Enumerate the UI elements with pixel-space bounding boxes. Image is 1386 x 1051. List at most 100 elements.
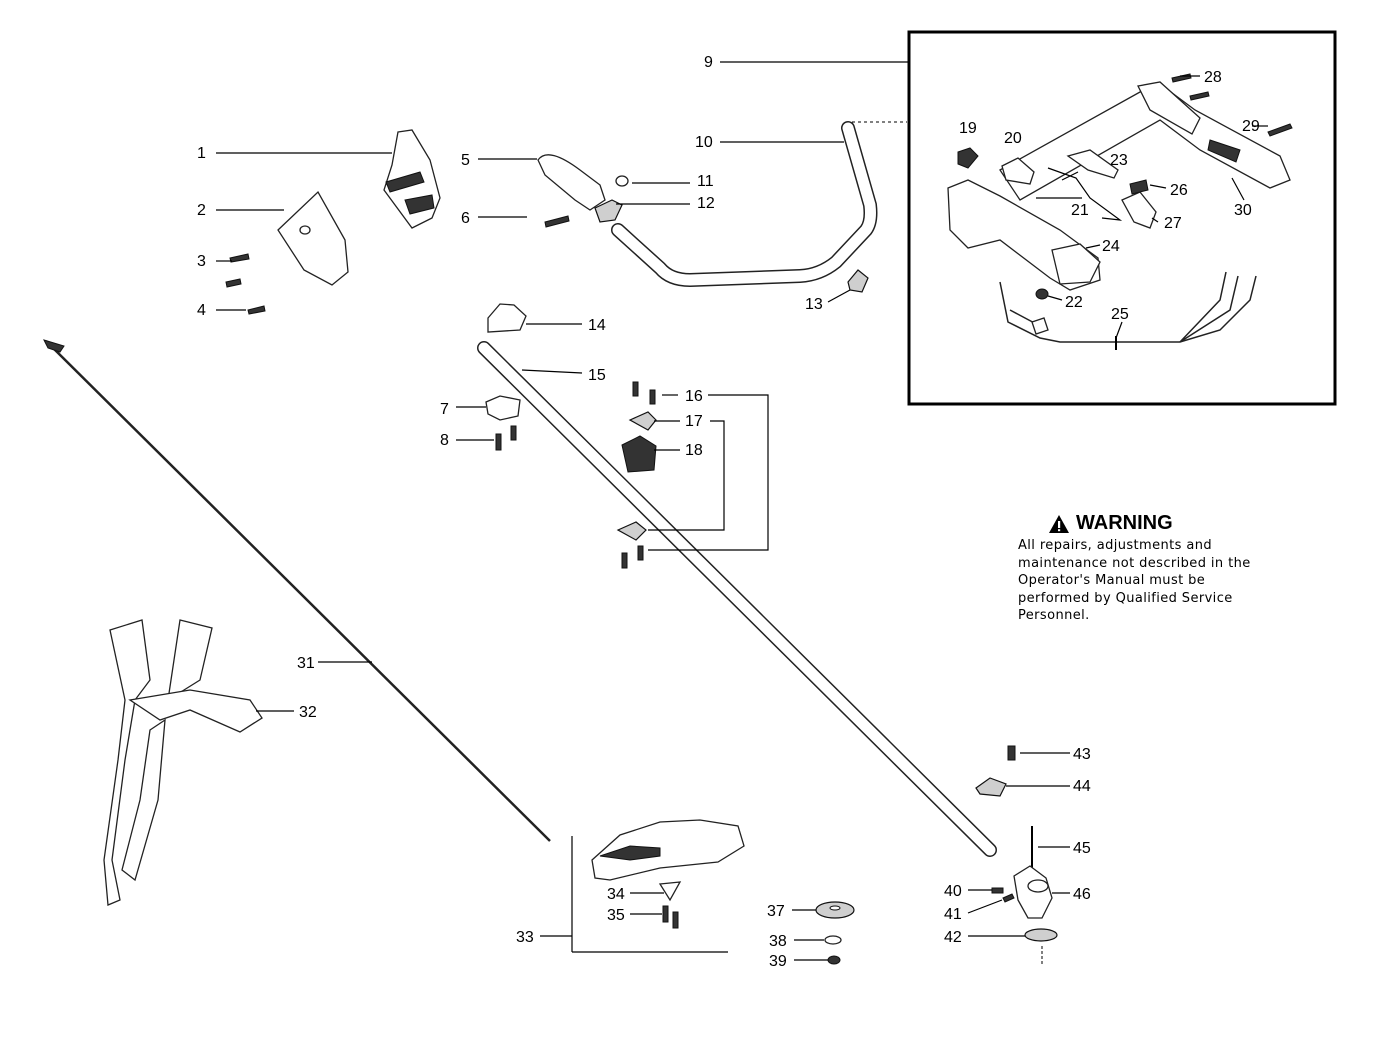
part-3-screw [229, 253, 250, 263]
part-39-nut [827, 955, 841, 965]
label-18: 18 [685, 442, 703, 459]
leader-lines [216, 61, 1268, 961]
part-20-bracket [1001, 157, 1035, 185]
part-32-harness-strap [167, 619, 213, 702]
part-25-wire-harness [999, 275, 1257, 343]
label-26: 26 [1170, 182, 1188, 199]
handle-assembly-inset [907, 30, 1337, 406]
part-4-screw [247, 305, 266, 315]
part-8-screw-b [510, 425, 517, 441]
part-16-screw-lower [621, 552, 628, 569]
warning-triangle-icon [1049, 514, 1069, 533]
label-44: 44 [1073, 778, 1091, 795]
label-31: 31 [297, 655, 315, 672]
label-21: 21 [1071, 202, 1089, 219]
label-29: 29 [1242, 118, 1260, 135]
part-16-screw-lower-b [637, 545, 644, 561]
part-17-clip-lower [616, 521, 647, 541]
part-43-screw [1007, 745, 1016, 761]
label-23: 23 [1110, 152, 1128, 169]
part-46-gearhead-top [1027, 879, 1049, 893]
label-12: 12 [697, 195, 715, 212]
label-4: 4 [197, 302, 206, 319]
part-1-detail [385, 171, 425, 193]
label-39: 39 [769, 953, 787, 970]
part-33-shield-assembly [591, 819, 745, 881]
label-7: 7 [440, 401, 449, 418]
part-12-clamp [594, 199, 623, 223]
part-35-screw-b [672, 911, 679, 929]
part-35-screw [662, 905, 669, 923]
warning-heading: WARNING [1048, 512, 1278, 535]
label-34: 34 [607, 886, 625, 903]
warning-box: WARNING All repairs, adjustments and mai… [1018, 512, 1278, 625]
label-19: 19 [959, 120, 977, 137]
part-33-detail [599, 845, 661, 861]
part-19-switch [957, 147, 979, 169]
part-46-gearhead [1013, 865, 1053, 919]
part-16-screw-b [649, 389, 656, 405]
label-25: 25 [1111, 306, 1129, 323]
part-16-screw [632, 381, 639, 397]
part-32-harness [103, 619, 151, 906]
label-24: 24 [1102, 238, 1120, 255]
label-15: 15 [588, 367, 606, 384]
label-2: 2 [197, 202, 206, 219]
part-38-washer [824, 935, 842, 945]
part-44-clamp [975, 777, 1007, 797]
label-22: 22 [1065, 294, 1083, 311]
part-22-nut [1035, 288, 1049, 300]
label-27: 27 [1164, 215, 1182, 232]
label-11: 11 [697, 173, 714, 190]
label-13: 13 [805, 296, 823, 313]
part-13-clip [847, 269, 869, 293]
label-5: 5 [461, 152, 470, 169]
part-30-detail [1207, 139, 1241, 163]
part-10-handlebar-fill [612, 122, 876, 286]
part-27-lever [1121, 191, 1157, 229]
part-7-clamp [485, 395, 521, 421]
part-3-screw-b [225, 278, 242, 288]
label-9: 9 [704, 54, 713, 71]
label-46: 46 [1073, 886, 1091, 903]
part-18-switch-block [621, 435, 657, 473]
part-31-drive-shaft [45, 340, 551, 842]
part-14-clamp [487, 303, 527, 333]
part-29-screw [1267, 123, 1293, 137]
label-30: 30 [1234, 202, 1252, 219]
part-31-end [43, 339, 65, 353]
part-number-labels: 1 2 3 4 5 6 7 8 9 10 11 12 13 14 15 16 1… [197, 54, 1260, 970]
part-42-washer [1024, 928, 1058, 942]
label-14: 14 [588, 317, 606, 334]
label-16: 16 [685, 388, 703, 405]
part-30-housing-top [1137, 81, 1201, 135]
part-28-screw-b [1189, 91, 1210, 101]
label-6: 6 [461, 210, 470, 227]
part-6-bolt [544, 215, 570, 228]
part-26-spring [1129, 179, 1149, 195]
label-1: 1 [197, 145, 206, 162]
label-41: 41 [944, 906, 962, 923]
label-17: 17 [685, 413, 703, 430]
part-24-end [1051, 243, 1101, 285]
label-32: 32 [299, 704, 317, 721]
label-45: 45 [1073, 840, 1091, 857]
part-32-harness-pad [128, 689, 263, 733]
label-10: 10 [695, 134, 713, 151]
part-28-screw [1171, 73, 1192, 83]
part-2-shield-cover [277, 190, 349, 286]
part-8-screw [495, 433, 502, 451]
label-38: 38 [769, 933, 787, 950]
part-25-connector [1031, 317, 1049, 335]
part-23-trigger [1066, 149, 1119, 179]
part-40-screw [991, 887, 1004, 894]
label-35: 35 [607, 907, 625, 924]
part-5-grip [537, 154, 606, 211]
warning-text: All repairs, adjustments and maintenance… [1018, 538, 1251, 623]
label-28: 28 [1204, 69, 1222, 86]
part-34-blade [658, 881, 682, 902]
part-11-nut [615, 175, 629, 187]
label-40: 40 [944, 883, 962, 900]
label-8: 8 [440, 432, 449, 449]
label-42: 42 [944, 929, 962, 946]
